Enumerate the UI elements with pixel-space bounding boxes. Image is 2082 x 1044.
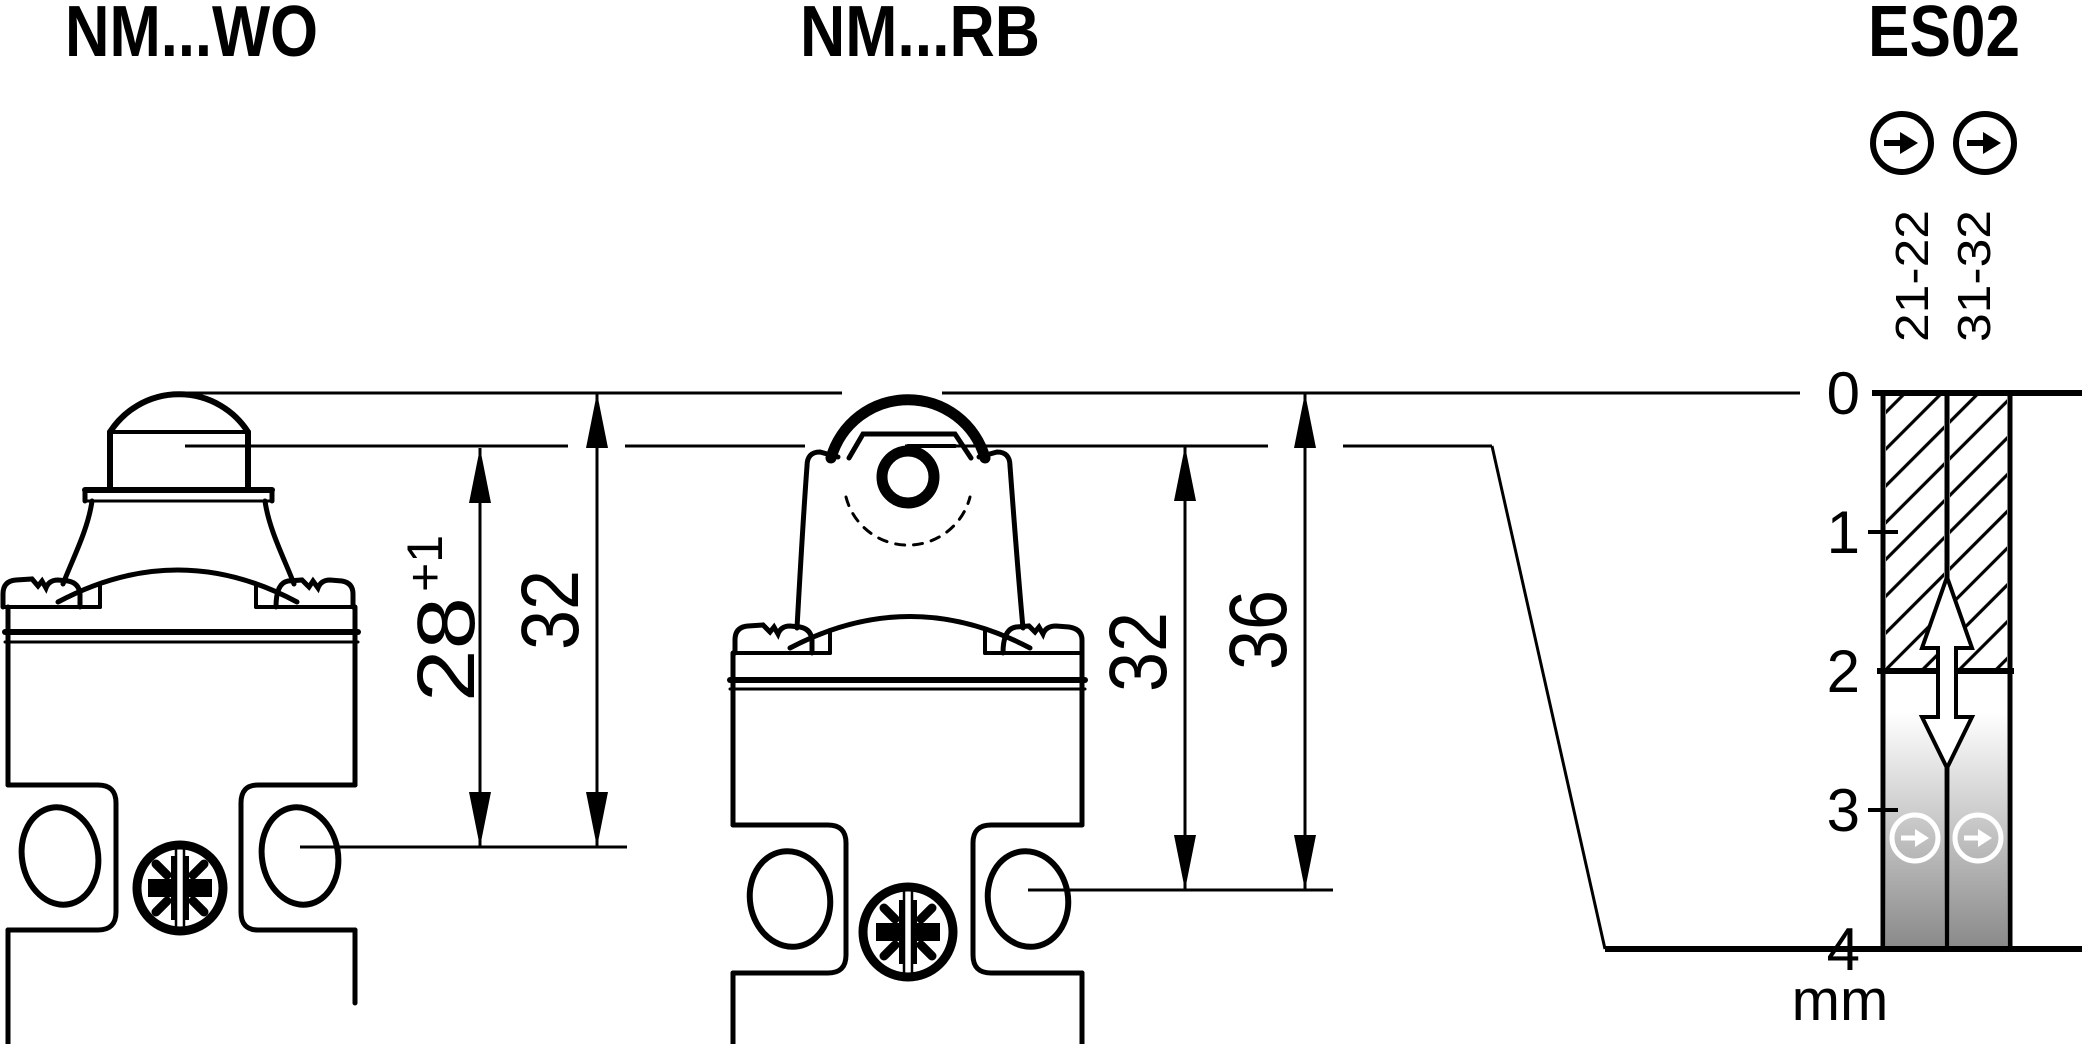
nm-rb-figure [727,394,1088,1044]
scale-tick-4: 4 [1827,916,1860,983]
contact-label-21-22: 21-22 [1886,210,1938,342]
screw-icon [858,882,958,982]
switching-travel-arrow [1918,570,1976,773]
switch-body [2,604,361,1044]
travel-diagram: 21-22 31-32 [1605,111,2082,1033]
dim-label-28: 28 +1 [397,535,492,702]
scale-tick-1: 1 [1827,499,1860,566]
positive-opening-icon [1953,111,2017,175]
mounting-slot-hole [984,848,1072,950]
svg-text:31-32: 31-32 [1948,210,2000,342]
dim-label-36: 36 [1213,590,1304,670]
positive-opening-point-icon [1889,812,1941,864]
dim-label-32-left: 32 [505,570,596,650]
scale-tick-3: 3 [1827,777,1860,844]
cap-and-ears [731,614,1085,656]
scale-tick-2: 2 [1827,638,1860,705]
svg-text:36: 36 [1213,590,1304,670]
diagram-title-es02: ES02 [1868,0,2020,72]
svg-text:+1: +1 [397,535,453,592]
mounting-slot-hole [18,804,102,908]
positive-opening-point-icon [1952,812,2004,864]
reference-lines [180,391,1800,950]
mounting-slot-hole [746,848,834,950]
fork-body [794,449,1026,655]
switch-body [727,650,1088,1044]
positive-opening-icon [1870,111,1934,175]
bezel [60,487,297,609]
svg-text:32: 32 [1093,612,1184,692]
svg-text:28: 28 [401,597,492,702]
dome-plunger [107,391,251,493]
nm-wo-figure [0,391,361,1044]
figure-title-nm-rb: NM...RB [800,0,1040,72]
screw-icon [132,840,228,936]
contact-label-31-32: 31-32 [1948,210,2000,342]
roller-axle [876,445,940,509]
scale-tick-0: 0 [1827,360,1860,427]
scale-unit-label: mm [1792,968,1889,1033]
figure-title-nm-wo: NM...WO [65,0,318,72]
mounting-slot-hole [258,804,342,908]
cap-and-ears [0,567,357,610]
svg-text:21-22: 21-22 [1886,210,1938,342]
dim-label-32-mid: 32 [1093,612,1184,692]
svg-text:32: 32 [505,570,596,650]
dimension-lines [469,393,1316,890]
roller-plunger [825,394,991,547]
